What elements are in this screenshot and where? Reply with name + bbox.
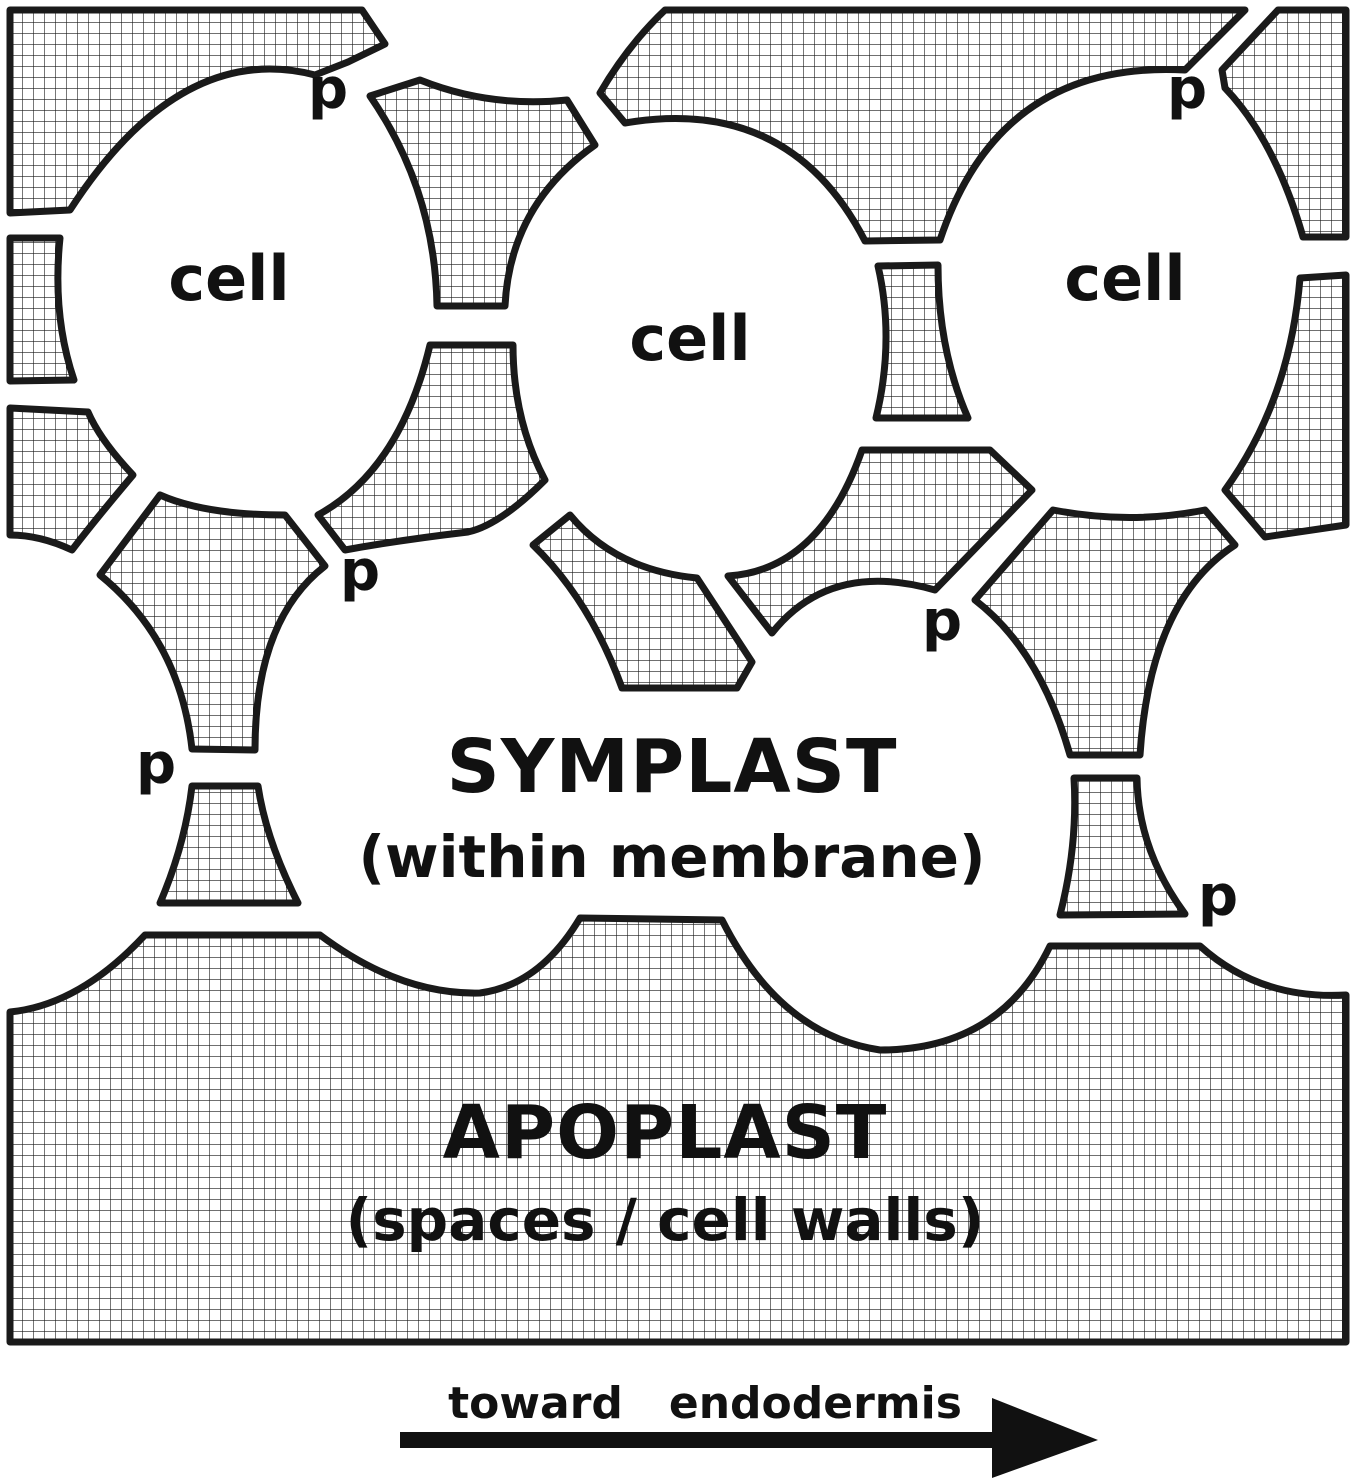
wall-right-edge [1225, 275, 1346, 537]
wall-middle-slit [876, 265, 968, 418]
symplast-subtitle: (within membrane) [359, 823, 986, 891]
plasmodesma-label-4: p [922, 589, 962, 654]
wall-right-lower [975, 510, 1235, 755]
apoplast-subtitle: (spaces / cell walls) [346, 1186, 985, 1254]
direction-arrow: toward endodermis [400, 1378, 1098, 1478]
wall-left-slit [10, 238, 74, 381]
plasmodesma-label-2: p [1167, 57, 1207, 122]
arrow-shaft [400, 1432, 1000, 1448]
cell-label-2: cell [629, 302, 750, 375]
arrow-head [992, 1398, 1098, 1478]
cell-label-1: cell [168, 242, 289, 315]
plasmodesma-label-3: p [340, 539, 380, 604]
wall-top-right [600, 10, 1245, 241]
plasmodesma-label-6: p [1198, 864, 1238, 929]
symplast-title: SYMPLAST [447, 724, 898, 810]
wall-left-center [100, 495, 325, 750]
wall-top-center [370, 80, 595, 306]
plasmodesma-label-1: p [308, 57, 348, 122]
apoplast-title: APOPLAST [443, 1090, 888, 1176]
wall-center-lower [533, 515, 752, 688]
cell-label-3: cell [1064, 242, 1185, 315]
wall-top-right-corner [1222, 10, 1346, 237]
cell-labels: cell cell cell [168, 242, 1185, 375]
wall-left-bottom-slit [160, 786, 298, 903]
wall-right-bottom-slit [1060, 778, 1185, 915]
direction-label: toward endodermis [448, 1378, 962, 1429]
plasmodesma-label-5: p [136, 732, 176, 797]
wall-left-lower [10, 408, 133, 550]
wall-center-upper [318, 345, 545, 550]
